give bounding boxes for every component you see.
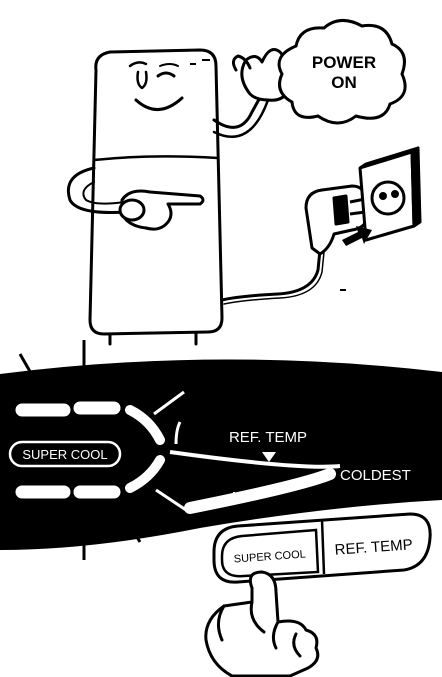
right-eye-wink bbox=[156, 71, 176, 78]
finger-press-icon bbox=[204, 570, 320, 677]
right-arm bbox=[212, 92, 264, 129]
left-eye bbox=[136, 70, 148, 90]
ref-temp-panel-label: REF. TEMP bbox=[229, 429, 307, 446]
super-cool-button[interactable]: SUPER COOL bbox=[220, 528, 320, 578]
left-arm bbox=[67, 166, 128, 214]
callout-line1: POWER bbox=[312, 53, 376, 72]
callout-line2: ON bbox=[331, 73, 357, 92]
fridge-character bbox=[67, 48, 292, 346]
smile bbox=[134, 96, 184, 111]
power-cord bbox=[220, 248, 325, 305]
ref-temp-button-label: REF. TEMP bbox=[334, 536, 413, 558]
temp-track bbox=[169, 450, 341, 469]
control-panel: SUPER COOL REF. TEMP COLDEST bbox=[0, 340, 442, 560]
super-cool-button-label: SUPER COOL bbox=[233, 549, 306, 566]
arrow-icon bbox=[342, 226, 372, 246]
super-cool-indicator-label: SUPER COOL bbox=[22, 447, 107, 462]
power-plug-icon bbox=[304, 184, 381, 256]
blinking-rays bbox=[18, 340, 142, 560]
coldest-label: COLDEST bbox=[340, 467, 411, 484]
ref-temp-button[interactable]: REF. TEMP bbox=[334, 536, 413, 558]
power-on-callout: POWER ON bbox=[277, 19, 407, 125]
wall-outlet-icon bbox=[358, 146, 422, 242]
fridge-door-line bbox=[92, 155, 220, 162]
ref-temp-marker bbox=[262, 452, 276, 462]
hand-pointing-icon bbox=[118, 189, 205, 231]
super-cool-indicator bbox=[8, 440, 122, 468]
